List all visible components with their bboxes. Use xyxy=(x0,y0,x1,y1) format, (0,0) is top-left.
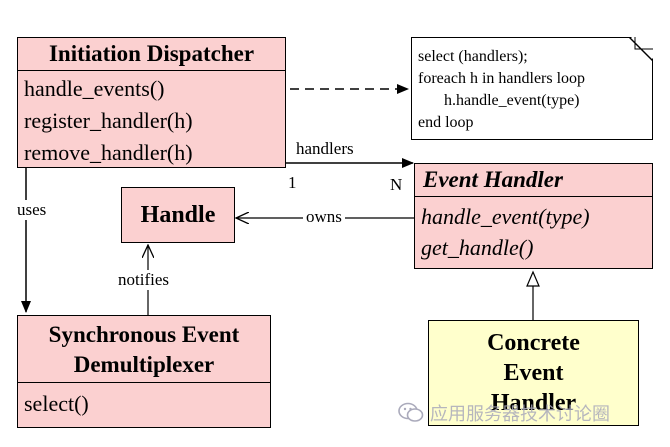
operation-select: select() xyxy=(24,391,89,416)
concrete-title-line-2: Event xyxy=(503,360,564,386)
notifies-label: notifies xyxy=(115,270,172,290)
initiation-dispatcher-title: Initiation Dispatcher xyxy=(18,38,285,71)
event-handler-operations: handle_event(type) get_handle() xyxy=(415,197,652,263)
handle-title: Handle xyxy=(140,201,216,228)
concrete-title-line-3: Handler xyxy=(490,390,577,416)
multiplicity-many: N xyxy=(390,175,403,194)
note-dogear-icon xyxy=(629,37,653,61)
wechat-icon xyxy=(398,402,424,422)
note-line-2: foreach h in handlers loop xyxy=(418,70,586,87)
operation-handle-events: handle_events() xyxy=(24,76,165,101)
operation-register-handler: register_handler(h) xyxy=(24,108,193,133)
owns-label: owns xyxy=(303,207,345,227)
event-handler-class: Event Handler handle_event(type) get_han… xyxy=(414,163,653,269)
sync-event-demux-title: Synchronous Event Demultiplexer xyxy=(18,316,270,383)
operation-handle-event: handle_event(type) xyxy=(421,204,590,229)
note-line-4: end loop xyxy=(418,114,474,131)
handle-class: Handle xyxy=(121,187,235,243)
note-line-1: select (handlers); xyxy=(418,48,528,65)
operation-get-handle: get_handle() xyxy=(421,235,534,260)
note-line-3: h.handle_event(type) xyxy=(444,92,580,109)
sync-event-demux-title-line-1: Synchronous Event xyxy=(48,322,240,347)
uses-label: uses xyxy=(15,200,49,220)
event-handler-title: Event Handler xyxy=(415,164,652,197)
sync-event-demux-class: Synchronous Event Demultiplexer select() xyxy=(17,315,271,428)
handlers-label: handlers xyxy=(296,139,354,158)
concrete-title-line-1: Concrete xyxy=(487,330,580,356)
operation-remove-handler: remove_handler(h) xyxy=(24,140,193,165)
note-box: select (handlers); foreach h in handlers… xyxy=(411,37,653,140)
watermark-text: 应用服务器技术讨论圈 xyxy=(430,404,610,425)
inheritance-triangle xyxy=(526,270,540,287)
initiation-dispatcher-operations: handle_events() register_handler(h) remo… xyxy=(18,71,285,169)
sync-event-demux-title-line-2: Demultiplexer xyxy=(73,352,215,377)
multiplicity-one: 1 xyxy=(288,173,297,192)
concrete-event-handler-class: Concrete Event Handler xyxy=(428,320,639,426)
initiation-dispatcher-class: Initiation Dispatcher handle_events() re… xyxy=(17,37,286,168)
watermark: 应用服务器技术讨论圈 xyxy=(398,400,610,426)
